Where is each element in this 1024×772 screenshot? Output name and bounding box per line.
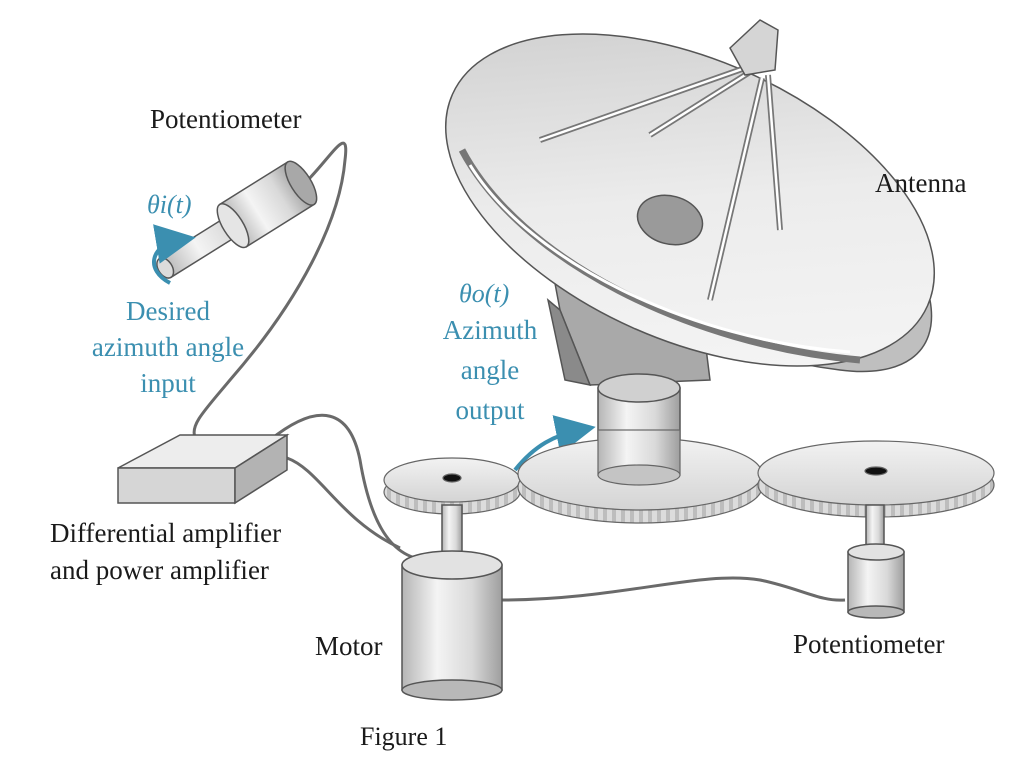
label-desired-azimuth-input: Desired azimuth angle input (68, 298, 268, 397)
label-diff-amp-line-2: and power amplifier (50, 555, 269, 585)
wiring (192, 141, 846, 602)
output-potentiometer-gear (757, 440, 995, 518)
label-theta-i: θi(t) (147, 190, 192, 219)
label-input-potentiometer: Potentiometer (150, 104, 302, 134)
label-diff-amp-line-1: Differential amplifier (50, 518, 282, 548)
gear-train (383, 429, 995, 524)
figure-caption: Figure 1 (360, 722, 448, 751)
label-output-potentiometer: Potentiometer (793, 629, 945, 659)
antenna-gear (517, 429, 763, 524)
wire-amp-to-motor (286, 456, 401, 550)
label-desired-line-1: Desired (126, 296, 210, 326)
antenna (444, 19, 936, 489)
input-rotation-arrow-icon (152, 224, 196, 285)
label-azimuth-line-1: Azimuth (442, 315, 538, 345)
motor-gear (383, 457, 521, 515)
label-azimuth-line-3: output (455, 395, 525, 425)
input-potentiometer (156, 160, 318, 279)
wire-motor-to-output-pot (499, 576, 846, 602)
label-amplifiers: Differential amplifier and power amplifi… (50, 520, 310, 584)
label-antenna: Antenna (875, 168, 967, 198)
output-potentiometer (847, 504, 905, 619)
label-azimuth-line-2: angle (460, 355, 520, 385)
label-azimuth-angle-output: Azimuth angle output (420, 317, 560, 424)
output-rotation-arrow-icon (513, 415, 596, 472)
wire-input-pot-to-amp (192, 141, 348, 438)
label-desired-line-3: input (140, 368, 196, 398)
label-theta-o: θo(t) (459, 279, 510, 308)
motor (401, 504, 503, 701)
amplifier-box (117, 433, 290, 505)
label-motor: Motor (315, 631, 383, 661)
label-desired-line-2: azimuth angle (91, 332, 245, 362)
wire-amp-to-output-pot (269, 413, 431, 562)
